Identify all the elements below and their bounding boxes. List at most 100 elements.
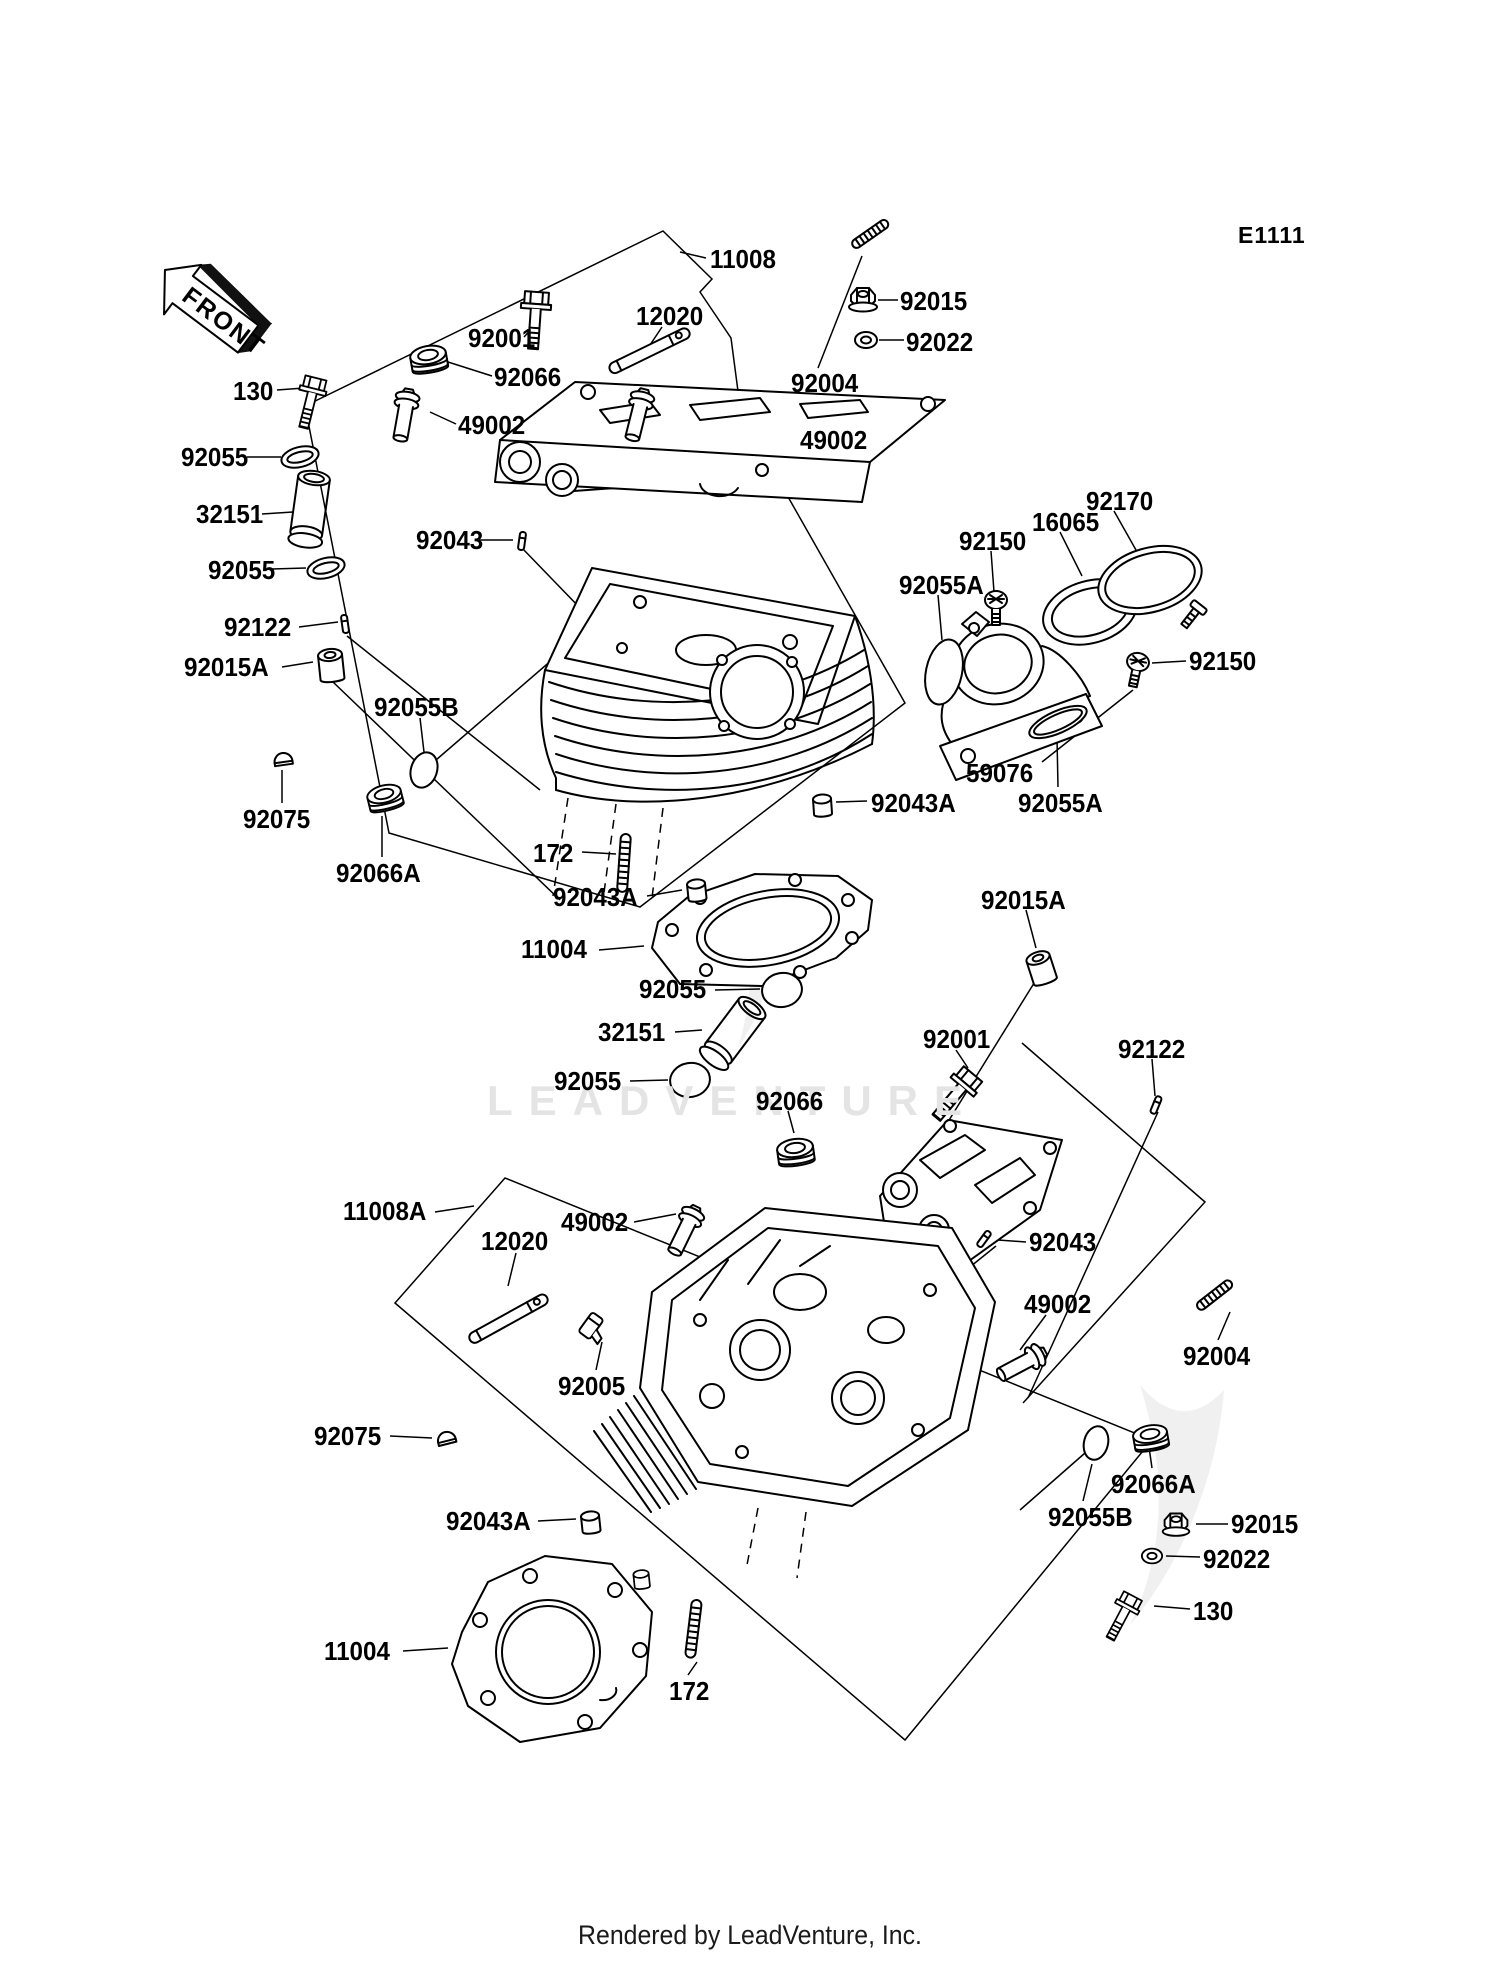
sleeve-32151-lower-icon xyxy=(695,991,771,1076)
pin-92122-lower-icon xyxy=(1148,1094,1164,1116)
cap-92075-upper-icon xyxy=(272,750,294,768)
part-label-49002: 49002 xyxy=(561,1207,629,1237)
stud-92004-lower-icon xyxy=(1194,1277,1235,1313)
part-label-92066A: 92066A xyxy=(336,858,421,888)
part-label-92066: 92066 xyxy=(494,362,562,392)
dowel-92043a-upper-left-icon xyxy=(685,877,708,904)
part-label-92005: 92005 xyxy=(558,1371,626,1401)
part-label-130: 130 xyxy=(1193,1596,1234,1626)
bolt-130-upper-icon xyxy=(289,373,330,432)
footer-credit: Rendered by LeadVenture, Inc. xyxy=(578,1920,922,1950)
part-label-92122: 92122 xyxy=(224,612,292,642)
part-label-92001: 92001 xyxy=(468,323,536,353)
plug-92066-lower-icon xyxy=(774,1135,817,1170)
part-label-92066A: 92066A xyxy=(1111,1469,1196,1499)
plug-92066a-upper-icon xyxy=(364,780,406,816)
head-gasket-upper-drawing xyxy=(651,873,873,987)
part-label-92150: 92150 xyxy=(1189,646,1257,676)
hardware-icons xyxy=(272,217,1235,1660)
part-label-92043A: 92043A xyxy=(871,788,956,818)
bolt-130-lower-icon xyxy=(1098,1589,1146,1646)
part-label-92022: 92022 xyxy=(1203,1544,1271,1574)
part-label-11008A: 11008A xyxy=(343,1196,427,1226)
cap-92075-lower-icon xyxy=(435,1428,458,1447)
part-label-49002: 49002 xyxy=(458,410,526,440)
shaft-12020-lower-icon xyxy=(466,1291,551,1346)
camshaft-holder-upper-drawing xyxy=(494,381,946,503)
part-label-92043A: 92043A xyxy=(446,1506,531,1536)
washer-92022-upper-icon xyxy=(854,331,878,349)
part-label-92022: 92022 xyxy=(906,327,974,357)
front-arrow: FRONT xyxy=(163,263,273,362)
oring-92055a-1-icon xyxy=(924,638,964,706)
pin-92043-upper-icon xyxy=(516,530,528,552)
bolt-92150-b-icon xyxy=(1121,649,1152,690)
cylinder-head-lower-drawing xyxy=(593,1207,996,1513)
breather-92005-icon xyxy=(578,1312,604,1346)
head-gasket-lower-drawing xyxy=(451,1555,653,1743)
part-label-16065: 16065 xyxy=(1032,507,1100,537)
stud-172-lower-icon xyxy=(683,1598,703,1660)
part-label-12020: 12020 xyxy=(481,1226,549,1256)
part-label-92170: 92170 xyxy=(1086,486,1154,516)
pin-92122-upper-icon xyxy=(339,613,351,635)
washer-92022-lower-icon xyxy=(1140,1547,1164,1565)
part-label-92055A: 92055A xyxy=(899,570,984,600)
part-label-92015: 92015 xyxy=(900,286,968,316)
page-code: E1111 xyxy=(1238,222,1306,248)
part-label-11004: 11004 xyxy=(324,1636,390,1666)
part-label-32151: 32151 xyxy=(196,499,264,529)
part-label-92055A: 92055A xyxy=(1018,788,1103,818)
oring-92055-upper2-icon xyxy=(304,552,348,584)
part-label-92015A: 92015A xyxy=(184,652,269,682)
part-label-92001: 92001 xyxy=(923,1024,991,1054)
part-label-11008: 11008 xyxy=(710,244,776,274)
plug-92066-upper-icon xyxy=(407,342,450,377)
part-label-92055: 92055 xyxy=(639,974,707,1004)
part-label-12020: 12020 xyxy=(636,301,704,331)
part-label-49002: 49002 xyxy=(1024,1289,1092,1319)
part-label-92066: 92066 xyxy=(756,1086,824,1116)
part-label-92043: 92043 xyxy=(416,525,484,555)
part-label-92055: 92055 xyxy=(181,442,249,472)
alignment-dashed-lines xyxy=(552,797,807,1579)
part-label-92075: 92075 xyxy=(314,1421,382,1451)
oring-92055-upper1-icon xyxy=(278,441,322,473)
clamp-drawing xyxy=(1097,544,1208,630)
sleeve-32151-upper-icon xyxy=(286,467,333,551)
nut-92015-upper-icon xyxy=(848,287,878,313)
part-label-92015A: 92015A xyxy=(981,885,1066,915)
bolt-92150-a-icon xyxy=(984,590,1008,626)
part-label-92055B: 92055B xyxy=(374,692,459,722)
part-label-92004: 92004 xyxy=(1183,1341,1251,1371)
part-label-92075: 92075 xyxy=(243,804,311,834)
part-label-92150: 92150 xyxy=(959,526,1027,556)
shaft-12020-upper-icon xyxy=(606,325,693,376)
part-label-172: 172 xyxy=(669,1676,710,1706)
part-label-59076: 59076 xyxy=(966,758,1034,788)
oring-92055a-2-icon xyxy=(1028,704,1088,740)
part-label-11004: 11004 xyxy=(521,934,587,964)
part-label-32151: 32151 xyxy=(598,1017,666,1047)
part-label-92055: 92055 xyxy=(554,1066,622,1096)
oring-92055b-upper-icon xyxy=(409,751,439,789)
dowel-92043a-lower2-icon xyxy=(632,1568,652,1591)
nut-92015-lower-icon xyxy=(1161,1512,1191,1537)
dowel-92043a-upper-right-icon xyxy=(811,792,834,819)
part-label-92055: 92055 xyxy=(208,555,276,585)
oring-92055b-lower-icon xyxy=(1082,1425,1110,1461)
part-label-92043A: 92043A xyxy=(553,882,638,912)
dowel-92043a-lower-icon xyxy=(579,1509,602,1536)
valve-guide-49002-a-icon xyxy=(387,386,422,445)
part-label-92004: 92004 xyxy=(791,368,859,398)
collar-92015a-upper-icon xyxy=(316,646,346,685)
part-label-172: 172 xyxy=(533,838,574,868)
collar-92015a-lower-icon xyxy=(1023,947,1059,989)
part-label-92015: 92015 xyxy=(1231,1509,1299,1539)
cylinder-head-upper-drawing xyxy=(540,567,875,803)
stud-92004-upper-icon xyxy=(849,217,891,251)
part-label-92055B: 92055B xyxy=(1048,1502,1133,1532)
part-label-92122: 92122 xyxy=(1118,1034,1186,1064)
